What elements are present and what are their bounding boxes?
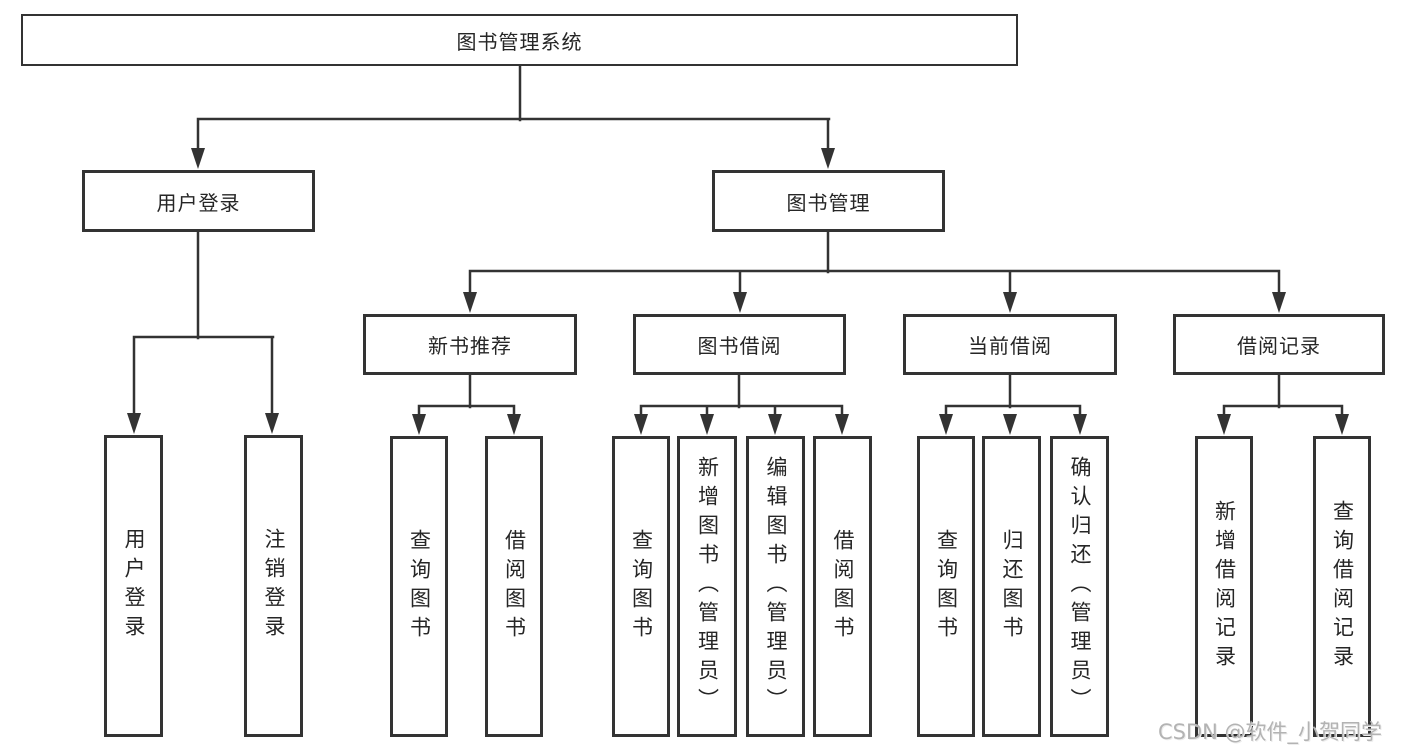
leaf-query-books-recommend: 查询图书 [390, 436, 448, 737]
leaf-edit-books-admin: 编辑图书（管理员） [746, 436, 805, 737]
leaf-user-login: 用户登录 [104, 435, 163, 737]
leaf-borrow-books-recommend: 借阅图书 [485, 436, 543, 737]
node-current-borrowing-label: 当前借阅 [968, 334, 1052, 358]
node-book-borrowing-label: 图书借阅 [697, 334, 782, 358]
leaf-add-borrow-record: 新增借阅记录 [1195, 436, 1253, 737]
leaf-query-books-recommend-label: 查询图书 [407, 528, 432, 645]
leaf-borrow-books-label: 借阅图书 [831, 528, 855, 645]
leaf-query-borrow-record-label: 查询借阅记录 [1330, 499, 1355, 674]
leaf-edit-books-admin-label: 编辑图书（管理员） [764, 456, 788, 717]
leaf-user-login-label: 用户登录 [122, 528, 146, 644]
leaf-confirm-return-admin-label: 确认归还（管理员） [1068, 456, 1092, 717]
leaf-query-books-current-label: 查询图书 [934, 528, 959, 645]
leaf-logout: 注销登录 [244, 435, 303, 737]
leaf-add-books-admin-label: 新增图书（管理员） [695, 456, 720, 717]
node-current-borrowing: 当前借阅 [903, 314, 1117, 375]
node-new-book-recommend: 新书推荐 [363, 314, 577, 375]
leaf-return-books-label: 归还图书 [1000, 528, 1024, 645]
csdn-watermark: CSDN @软件_小贺同学 [1158, 720, 1383, 744]
node-borrowing-records: 借阅记录 [1173, 314, 1385, 375]
node-root-label: 图书管理系统 [456, 29, 583, 54]
node-book-management-label: 图书管理 [786, 190, 871, 215]
node-borrowing-records-label: 借阅记录 [1237, 334, 1321, 358]
leaf-logout-label: 注销登录 [262, 528, 286, 644]
leaf-query-borrow-record: 查询借阅记录 [1313, 436, 1371, 737]
leaf-borrow-books: 借阅图书 [813, 436, 872, 737]
node-book-management: 图书管理 [712, 170, 945, 232]
node-user-login-branch: 用户登录 [82, 170, 315, 232]
node-user-login-branch-label: 用户登录 [156, 190, 241, 215]
leaf-add-borrow-record-label: 新增借阅记录 [1212, 499, 1237, 674]
leaf-borrow-books-recommend-label: 借阅图书 [502, 528, 527, 645]
leaf-return-books: 归还图书 [982, 436, 1041, 737]
leaf-query-books-current: 查询图书 [917, 436, 975, 737]
leaf-add-books-admin: 新增图书（管理员） [677, 436, 737, 737]
leaf-query-books-borrowing-label: 查询图书 [629, 528, 654, 645]
node-book-borrowing: 图书借阅 [633, 314, 846, 375]
node-root: 图书管理系统 [21, 14, 1018, 66]
leaf-confirm-return-admin: 确认归还（管理员） [1050, 436, 1109, 737]
node-new-book-recommend-label: 新书推荐 [428, 334, 512, 358]
leaf-query-books-borrowing: 查询图书 [612, 436, 670, 737]
